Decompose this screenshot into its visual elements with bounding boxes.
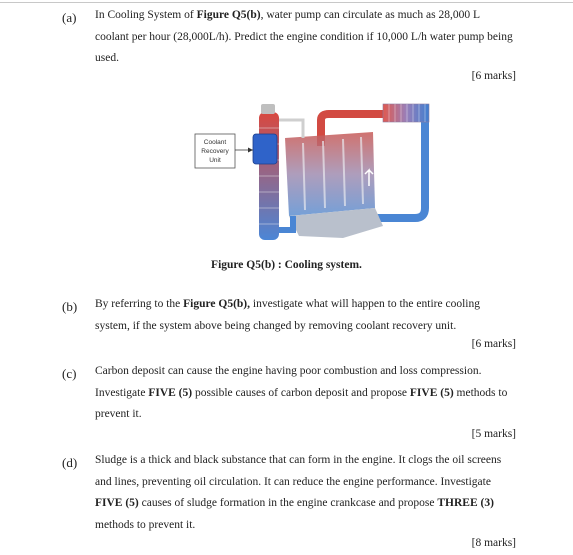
question-c-text: Carbon deposit can cause the engine havi… [95,365,508,420]
question-a-marks: [6 marks] [471,70,516,82]
question-a-label: (a) [62,10,77,25]
coolant-recovery-tank [252,133,278,165]
question-c-marks: [5 marks] [471,428,516,440]
question-b-label: (b) [62,299,78,314]
coolant-label-line3: Unit [209,157,221,164]
pump-hose [279,216,296,233]
flow-arrow-icon [364,168,374,186]
coolant-label-line1: Coolant [204,139,227,146]
engine-oil-pan [289,208,383,238]
upper-hose [317,110,383,146]
question-d-label: (d) [62,455,78,470]
question-c-label: (c) [62,366,77,381]
coolant-label-line2: Recovery [201,148,229,155]
pointer-arrow-icon [248,147,253,153]
bypass-line [279,118,305,138]
engine-block [285,132,375,216]
cooling-system-figure: Coolant Recovery Unit [194,103,430,240]
radiator-cap [261,104,275,114]
figure-caption: Figure Q5(b) : Cooling system. [211,259,362,271]
top-rule [0,2,573,3]
question-b-marks: [6 marks] [471,338,516,350]
question-a-text: In Cooling System of Figure Q5(b), water… [95,9,513,64]
question-b-text: By referring to the Figure Q5(b), invest… [95,298,480,332]
question-d-marks: [8 marks] [471,537,516,549]
lower-hose [343,122,429,222]
question-d-text: Sludge is a thick and black substance th… [95,454,502,531]
radiator [382,103,430,123]
coolant-recovery-label-box [194,133,236,169]
